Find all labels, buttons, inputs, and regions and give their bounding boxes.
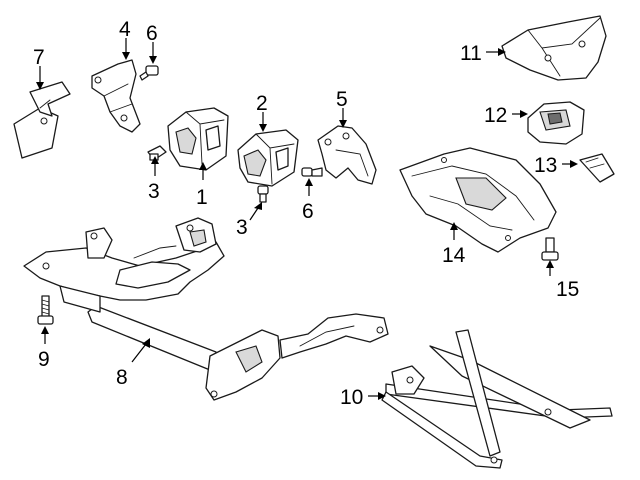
- part-14-cover: [399, 147, 557, 253]
- callout-11: 11: [460, 42, 482, 65]
- callout-10: 10: [340, 386, 363, 409]
- callout-labels: 1 2 3 3 4 5 6 6 7 8 9 10 11 12 13 14 15: [33, 18, 579, 409]
- part-7-heat-shield: [13, 81, 71, 159]
- part-8-subframe: [23, 217, 389, 401]
- part-12-mount: [527, 101, 585, 145]
- part-4-bracket: [91, 59, 141, 133]
- callout-2: 2: [256, 92, 268, 115]
- callout-6-lower: 6: [302, 200, 314, 223]
- callout-13: 13: [534, 154, 557, 177]
- part-1-engine-mount: [167, 107, 229, 171]
- part-6-bolt-top: [139, 65, 159, 81]
- part-2-transmission-mount: [237, 129, 299, 187]
- callout-8: 8: [116, 366, 128, 389]
- callout-3-lower: 3: [236, 216, 248, 239]
- callout-15: 15: [556, 278, 579, 301]
- callout-5: 5: [336, 88, 348, 111]
- part-11-bracket: [501, 15, 607, 81]
- part-15-bolt: [541, 237, 559, 261]
- part-3-bolt-left: [147, 145, 167, 161]
- callout-9: 9: [38, 348, 50, 371]
- callout-6-top: 6: [146, 22, 158, 45]
- callout-3-left: 3: [148, 180, 160, 203]
- part-5-bracket: [317, 125, 377, 185]
- callout-14: 14: [442, 244, 466, 267]
- part-3-bolt-lower: [257, 185, 269, 203]
- part-13-clip: [579, 153, 615, 183]
- callout-12: 12: [484, 104, 507, 127]
- leader-lines: [36, 38, 578, 400]
- part-6-bolt-lower: [301, 167, 323, 177]
- callout-1: 1: [196, 186, 208, 209]
- part-10-brace: [381, 329, 613, 469]
- callout-7: 7: [33, 46, 45, 69]
- callout-4: 4: [119, 18, 131, 41]
- part-9-bolt: [37, 295, 54, 325]
